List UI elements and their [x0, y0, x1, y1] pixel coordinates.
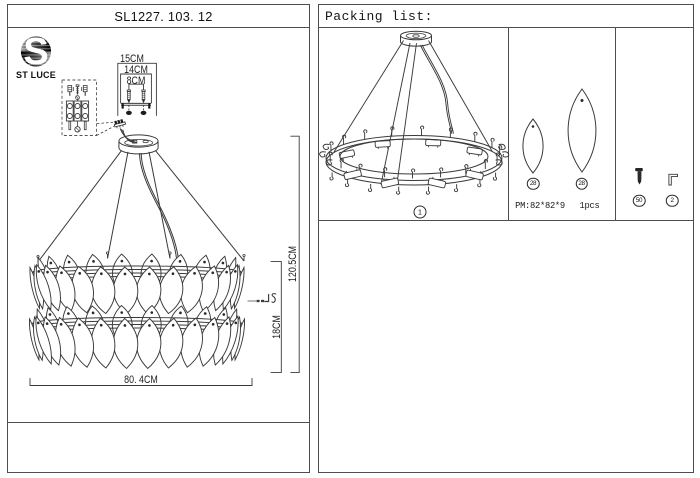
packing-band-bottom-divider	[319, 220, 693, 221]
dim-body-height-label: 18CM	[270, 315, 283, 339]
dim-bracket-width-label: 15CM	[120, 52, 144, 65]
right-panel-header: Packing list:	[319, 5, 693, 28]
dim-plate-width-label: 14CM	[124, 64, 148, 76]
packing-item-1-number: 1	[413, 205, 427, 218]
glass-spec-note: PM:82*82*9	[515, 200, 565, 211]
screw-qty-badge: 50	[632, 194, 646, 207]
packing-cell-divider-2	[615, 28, 616, 220]
wrench-qty-badge: 2	[665, 194, 679, 207]
left-panel-header: SL1227. 103. 12	[8, 5, 309, 28]
glass-qty-note: 1pcs	[579, 200, 600, 211]
small-leaf-qty-badge: 28	[526, 177, 540, 190]
packing-cell-divider-1	[508, 28, 509, 220]
dim-hole-spacing-label: 8CM	[126, 74, 146, 87]
model-number-title: SL1227. 103. 12	[114, 8, 213, 24]
brand-name: ST LUCE	[16, 69, 56, 80]
dim-total-height-label: 120.5CM	[287, 245, 299, 283]
large-leaf-qty-badge: 28	[575, 177, 588, 190]
dim-diameter-label: 80. 4CM	[124, 373, 158, 386]
packing-list-title: Packing list:	[325, 8, 433, 24]
right-panel-packing-list: Packing list:	[318, 4, 694, 473]
left-panel-footer-divider	[8, 422, 309, 423]
